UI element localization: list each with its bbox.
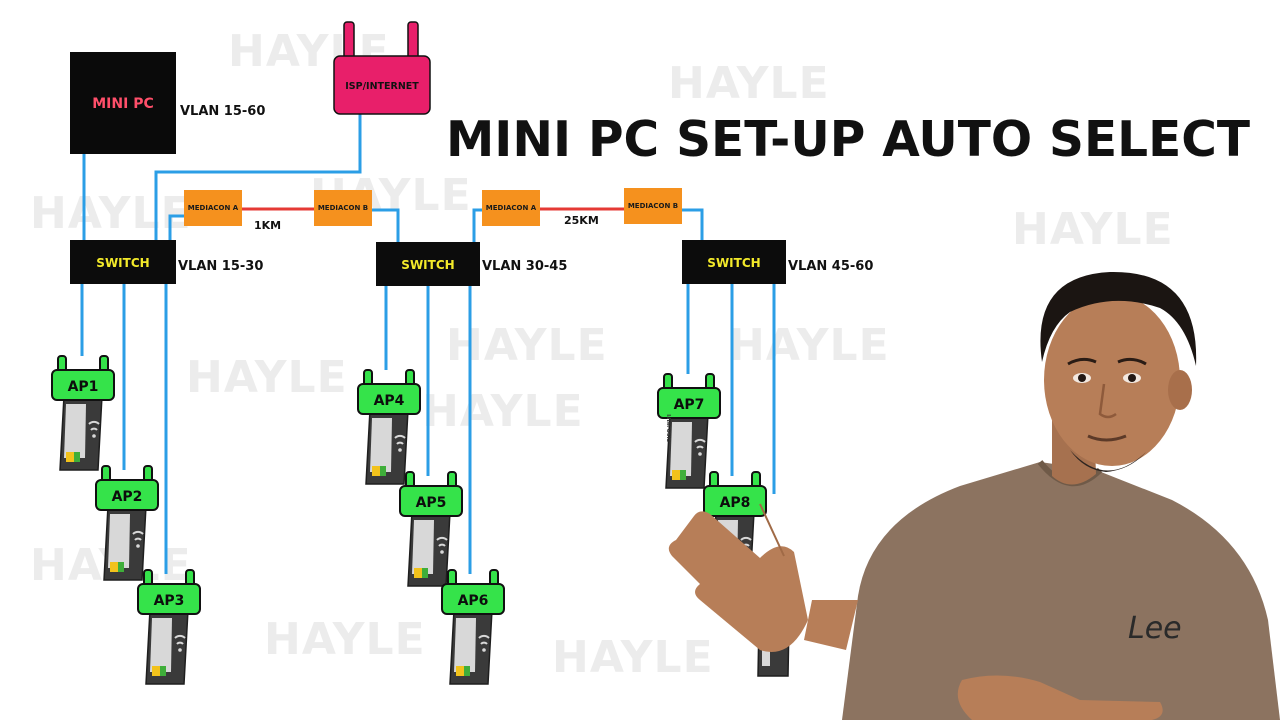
ap-label: AP5 — [416, 495, 447, 511]
mediacon-label: MEDIACON B — [628, 202, 678, 210]
watermark: HAYLE — [1012, 204, 1174, 255]
watermark: HAYLE — [446, 320, 608, 371]
access-point-ap3: AP3 — [137, 569, 201, 685]
switch-label: SWITCH — [707, 256, 760, 270]
switch-label: SWITCH — [96, 256, 149, 270]
ethernet-cables — [80, 114, 776, 574]
shirt-logo: Lee — [1128, 611, 1182, 646]
access-point-ap1: AP1 — [51, 355, 115, 471]
access-point-ap4: AP4 — [357, 369, 421, 485]
isp-label: ISP/INTERNET — [345, 81, 419, 92]
mini-pc-node: MINI PC — [70, 52, 176, 154]
mini-pc-box — [70, 52, 176, 154]
switch-label: SWITCH — [401, 258, 454, 272]
switch-3-vlan-label: VLAN 45-60 — [788, 259, 873, 274]
mediacon-2: MEDIACON B — [314, 190, 372, 226]
isp-router-box — [333, 55, 431, 115]
cable-mediacon-b-switch3 — [680, 208, 704, 242]
mediacon-label: MEDIACON A — [486, 204, 537, 212]
access-point-ap5: AP5 — [399, 471, 463, 587]
mini-pc-label: MINI PC — [92, 96, 153, 112]
switch-1-vlan-label: VLAN 15-30 — [178, 259, 263, 274]
cable-mediacon-b-switch2 — [370, 208, 400, 242]
mediacon-4: MEDIACON B — [624, 188, 682, 224]
mediacon-3: MEDIACON A — [482, 190, 540, 226]
distance-label-25km: 25KM — [564, 214, 599, 227]
ap-label: AP8 — [720, 495, 751, 511]
mediacon-label: MEDIACON B — [318, 204, 368, 212]
mediacon-1: MEDIACON A — [184, 190, 242, 226]
vendo-label: PISO WIFI — [667, 414, 673, 442]
access-point-ap8: AP8 — [703, 471, 767, 587]
watermark: HAYLE — [728, 320, 890, 371]
cable-switch1-mediacon-a — [168, 214, 186, 242]
presenter-photo: Lee — [668, 271, 1280, 720]
watermark-layer: HAYLE HAYLE HAYLE HAYLE HAYLE HAYLE HAYL… — [30, 26, 1174, 683]
watermark: HAYLE — [30, 188, 192, 239]
switch-2-vlan-label: VLAN 30-45 — [482, 259, 567, 274]
ap-label: AP1 — [68, 379, 99, 395]
watermark: HAYLE — [264, 614, 426, 665]
watermark: HAYLE — [422, 386, 584, 437]
switch-3: SWITCH — [682, 240, 786, 284]
ap-label: AP6 — [458, 593, 489, 609]
isp-router-node: ISP/INTERNET — [333, 21, 431, 115]
access-point-ap2: AP2 — [95, 465, 159, 581]
distance-label-1km: 1KM — [254, 219, 281, 232]
cable-isp-switch1 — [154, 114, 362, 242]
page-title: MINI PC SET-UP AUTO SELECT — [446, 111, 1251, 168]
ap-label: AP3 — [154, 593, 185, 609]
access-point-ap6: AP6 — [441, 569, 505, 685]
access-point-ap7: AP7 — [657, 373, 721, 489]
mini-pc-vlan-label: VLAN 15-60 — [180, 104, 265, 119]
switch-2: SWITCH — [376, 242, 480, 286]
watermark: HAYLE — [186, 352, 348, 403]
mediacon-label: MEDIACON A — [188, 204, 239, 212]
ap-label: AP4 — [374, 393, 405, 409]
watermark: HAYLE — [552, 632, 714, 683]
ap-label: AP7 — [674, 397, 705, 413]
ap-label: AP2 — [112, 489, 143, 505]
switch-1: SWITCH — [70, 240, 176, 284]
cable-switch2-mediacon-a — [472, 208, 484, 242]
watermark: HAYLE — [668, 58, 830, 109]
